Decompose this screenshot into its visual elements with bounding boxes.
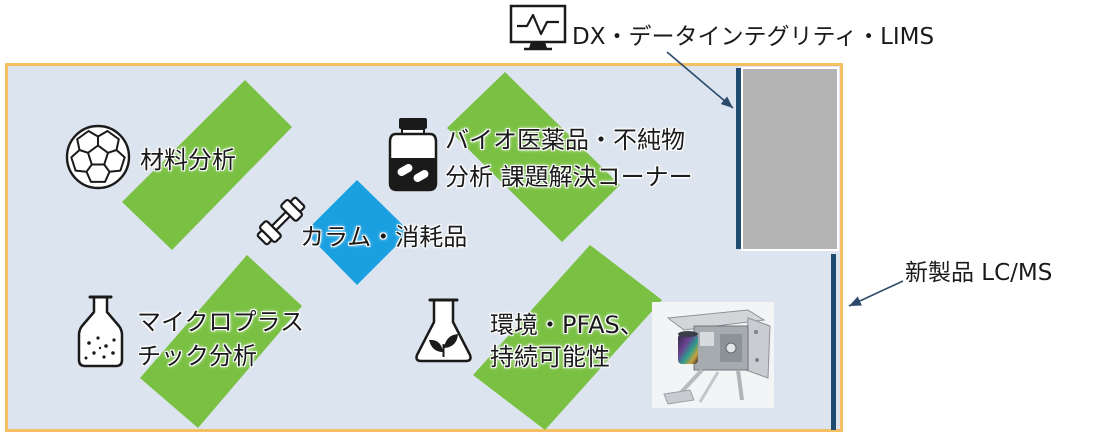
particle (92, 351, 96, 355)
pill (397, 164, 413, 176)
label-column: カラム・消耗品 (300, 223, 468, 251)
flask-outline (77, 298, 124, 368)
arrow-new-lcms (848, 280, 904, 307)
instrument-screw (754, 330, 758, 334)
flask-particles-icon (77, 295, 124, 368)
label-environment-line2: 持続可能性 (490, 343, 610, 371)
instrument-side-plate (745, 317, 771, 379)
instrument-rod (698, 371, 720, 403)
lcms-instrument-photo (652, 302, 774, 408)
instrument-top-plate (666, 309, 766, 331)
particle (87, 341, 91, 345)
erlenmeyer-outline (415, 301, 472, 363)
particle (84, 356, 88, 360)
instrument-rod (736, 369, 744, 401)
arrow-dx (666, 51, 734, 109)
label-microplastics-line2: チック分析 (137, 342, 257, 370)
zone-materials-area (122, 80, 292, 250)
medicine-bottle-icon (388, 118, 438, 192)
ball-center-panel (87, 144, 109, 166)
monitor-waveform-icon (509, 4, 567, 51)
dumbbell-icon (256, 196, 306, 246)
leaf (444, 334, 458, 348)
particle (102, 355, 106, 359)
zone-microplastics-area (140, 255, 302, 428)
ion-source-cap (678, 331, 698, 337)
instrument-port (725, 342, 737, 354)
label-microplastics-line1: マイクロプラス (137, 308, 305, 336)
zone-bio-area (447, 72, 620, 242)
particle (96, 336, 100, 340)
zone-environment-area (473, 245, 662, 430)
pill (413, 170, 429, 182)
bottle-contents (390, 158, 436, 190)
monitor-waveform (517, 13, 559, 36)
wall-bar-bottom (831, 254, 836, 430)
particle (112, 338, 116, 342)
instrument-screw (755, 358, 759, 362)
bottle-cap (399, 118, 427, 129)
flask-leaf-icon (415, 298, 472, 363)
particle (111, 351, 115, 355)
instrument-foot (663, 389, 695, 405)
dumbbell-end (256, 229, 273, 246)
wall-bar-top (736, 68, 741, 249)
label-environment-line1: 環境・PFAS、 (490, 311, 644, 339)
zone-column-area (305, 180, 410, 285)
particles (84, 336, 116, 360)
label-bio-line1: バイオ医薬品・不純物 (445, 126, 685, 154)
label-materials: 材料分析 (140, 146, 236, 174)
label-dx: DX・データインテグリティ・LIMS (572, 24, 935, 50)
particle (98, 346, 102, 350)
ball-outline (65, 124, 131, 190)
soccer-ball-icon (65, 124, 131, 190)
dumbbell-end (289, 196, 306, 213)
label-new-lcms: 新製品 LC/MS (905, 260, 1053, 286)
ball-seams (70, 130, 126, 183)
monitor-screen (509, 4, 567, 44)
instrument-window (700, 332, 714, 346)
leaf (429, 339, 443, 352)
monitor-stand (529, 42, 547, 48)
dx-wall-panel (741, 67, 839, 251)
ion-source-cylinder (678, 334, 698, 364)
label-bio-line2: 分析 課題解決コーナー (445, 163, 693, 191)
particle (104, 344, 108, 348)
